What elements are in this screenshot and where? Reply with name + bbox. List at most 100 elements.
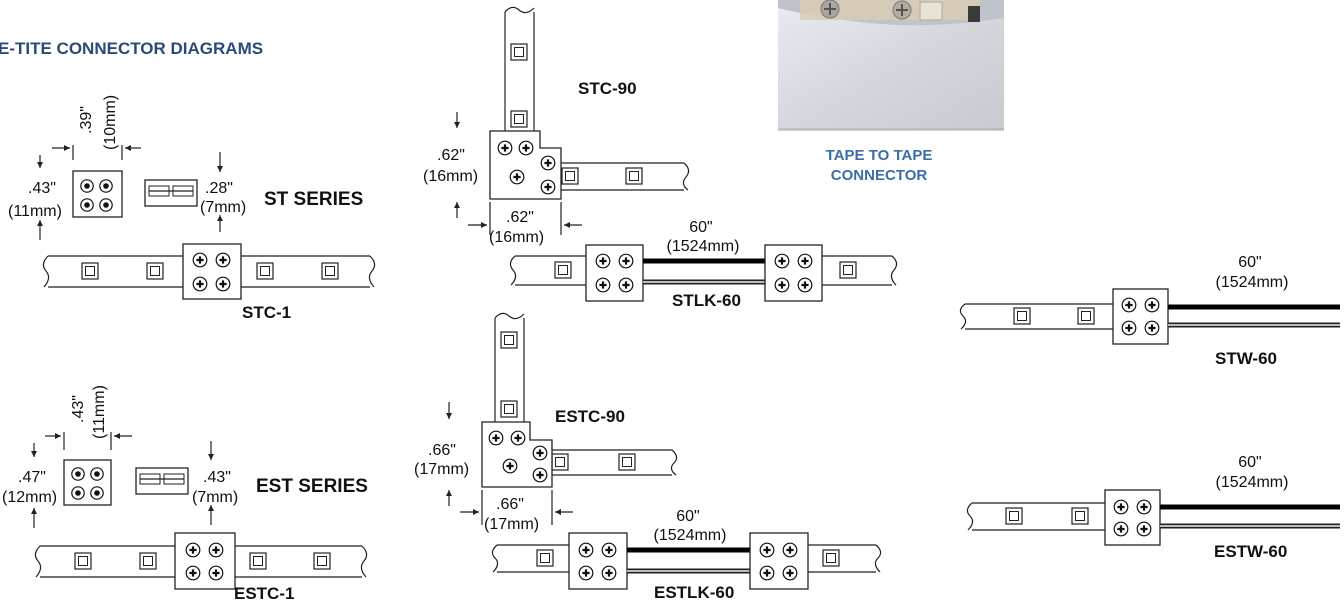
stc90-label: STC-90 [578,79,637,98]
st-dim-width-in: .39" [78,106,95,134]
stc90-diagram [454,6,690,235]
stlk60-len-in: 60" [689,219,712,236]
led-pad [81,262,99,280]
estlk60-connector-right [749,532,809,590]
stw60-len-in: 60" [1238,254,1261,271]
led-pad [839,261,857,279]
screw-icon [510,430,526,446]
screw-icon [208,565,224,581]
led-pad [510,43,528,61]
stc90-dim-h-in: .62" [506,209,534,226]
screw-icon [532,467,548,483]
screw-icon [99,179,113,193]
screw-icon [80,198,94,212]
photo-caption-line2: CONNECTOR [831,167,928,184]
led-pad [1013,307,1031,325]
estc1-connector [174,532,236,590]
estlk60-connector-left [568,532,628,590]
screw-icon [192,252,208,268]
st-connector-front [72,170,123,218]
screw-icon [618,253,634,269]
screw-icon [601,565,617,581]
stw60-connector [1112,288,1169,345]
led-pad [822,549,840,567]
est-series-label: EST SERIES [256,476,368,497]
estc90-dim-v-in: .66" [428,442,456,459]
screw-icon [1121,320,1137,336]
led-pad [510,110,528,128]
screw-icon [578,542,594,558]
led-pad [551,453,569,471]
est-dim-side-mm: (7mm) [192,489,238,506]
stc90-dim-v-in: .62" [437,147,465,164]
screw-icon [215,252,231,268]
screw-icon [1136,499,1152,515]
screw-icon [90,486,104,500]
stc1-connector [182,243,242,300]
led-pad [554,261,572,279]
estc90-diagram [446,312,678,525]
estlk60-len-in: 60" [676,508,699,525]
screw-icon [532,445,548,461]
screw-icon [185,565,201,581]
stc1-diagram [42,243,376,300]
connector-photo [778,0,1004,131]
stc1-label: STC-1 [242,303,291,322]
screw-icon [595,277,611,293]
screw-icon [208,542,224,558]
screw-icon [185,542,201,558]
stlk60-diagram [509,244,898,302]
screw-icon [759,565,775,581]
st-dim-width-mm: (10mm) [102,95,119,150]
estc90-dim-h-in: .66" [496,496,524,513]
screw-icon [774,253,790,269]
screw-icon [601,542,617,558]
led-pad [561,167,579,185]
led-pad [139,552,157,570]
screw-icon [540,179,556,195]
est-dim-height-mm: (12mm) [2,489,57,506]
screw-icon [509,169,525,185]
stlk60-connector-right [764,244,823,302]
screw-icon [774,277,790,293]
led-pad [313,552,331,570]
estw60-len-in: 60" [1238,454,1261,471]
led-pad [618,453,636,471]
led-pad [1071,507,1089,525]
led-pad [536,549,554,567]
st-dim-height-in: .43" [28,180,56,197]
st-series-label: ST SERIES [264,189,363,210]
st-series-detail [37,145,223,240]
screw-icon [1144,320,1160,336]
estc1-diagram [34,532,368,590]
screw-icon [99,198,113,212]
led-pad [256,262,274,280]
screw-icon [782,542,798,558]
led-pad [321,262,339,280]
stw60-label: STW-60 [1215,349,1277,368]
estc90-dim-v-mm: (17mm) [414,461,469,478]
est-dim-width-in: .43" [70,395,87,423]
led-pad [249,552,267,570]
screw-icon [618,277,634,293]
screw-icon [71,486,85,500]
screw-icon [502,458,518,474]
led-pad [500,400,518,418]
st-dim-side-in: .28" [205,180,233,197]
screw-icon [595,253,611,269]
est-dim-height-in: .47" [18,469,46,486]
screw-icon [797,253,813,269]
screw-icon [782,565,798,581]
est-connector-front [63,459,112,506]
screw-icon [488,430,504,446]
screw-icon [797,277,813,293]
screw-icon [1121,297,1137,313]
screw-icon [192,276,208,292]
screw-icon [215,276,231,292]
estlk60-diagram [491,532,882,590]
screw-icon [578,565,594,581]
photo-caption-line1: TAPE TO TAPE [826,147,933,164]
st-dim-height-mm: (11mm) [8,203,62,220]
screw-icon [80,179,94,193]
